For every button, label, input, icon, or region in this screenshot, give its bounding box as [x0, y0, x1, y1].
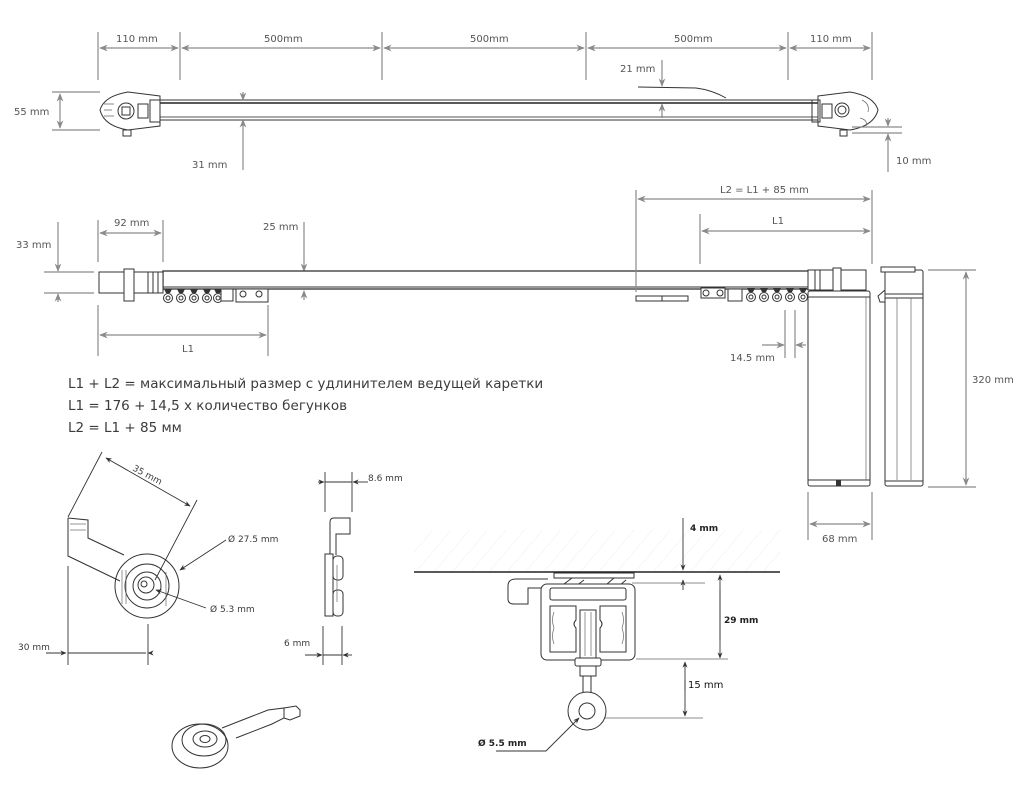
ring-diameter-label: Ø 5.5 mm: [478, 738, 527, 749]
end-cap-length-label: 92 mm: [114, 218, 149, 229]
runner-length-label: 35 mm: [131, 464, 164, 488]
side-height-label: 33 mm: [16, 240, 51, 251]
clip-bottom-width-label: 6 mm: [284, 639, 310, 649]
runners-left: [163, 289, 223, 303]
runner-glyph: [772, 288, 782, 302]
runner-glyph: [759, 288, 769, 302]
runner-inner-diameter-label: Ø 5.3 mm: [210, 604, 255, 615]
runner-glyph: [189, 289, 199, 303]
formula-line-2: L1 = 176 + 14,5 x количество бегунков: [68, 398, 348, 414]
segment-label-2: 500mm: [264, 34, 303, 45]
clip-detail: 8.6 mm 6 mm: [284, 472, 403, 665]
motor-side: [877, 266, 924, 487]
l1-left-label: L1: [182, 344, 194, 355]
overlap-label: 21 mm: [620, 64, 655, 75]
clip-top-width-label: 8.6 mm: [368, 474, 403, 484]
formula-line-1: L1 + L2 = максимальный размер с удлините…: [68, 376, 544, 392]
segment-label-5: 110 mm: [810, 34, 852, 45]
rail-height-label: 25 mm: [263, 222, 298, 233]
rail-top: [149, 99, 831, 121]
runner-glyph: [163, 289, 173, 303]
formula-line-3: L2 = L1 + 85 мм: [68, 420, 182, 436]
right-end-cap-top: [811, 91, 879, 137]
motor-width-label: 68 mm: [822, 534, 857, 545]
profile-height-label: 29 mm: [724, 616, 758, 626]
gap-label: 4 mm: [690, 524, 718, 534]
runner-glyph: [785, 288, 795, 302]
left-carriage: [220, 288, 269, 303]
top-height-label: 55 mm: [14, 107, 49, 118]
hook-height-label: 15 mm: [688, 680, 723, 691]
runner-detail: 35 mm Ø 27.5 mm Ø 5.3 mm 30 mm: [18, 451, 278, 665]
runner-glyph: [176, 289, 186, 303]
offset-label: 10 mm: [896, 156, 931, 167]
top-extension-lines: [97, 32, 873, 80]
runner-outer-diameter-label: Ø 27.5 mm: [228, 534, 278, 545]
l2-label: L2 = L1 + 85 mm: [720, 185, 809, 196]
segment-label-1: 110 mm: [116, 34, 158, 45]
runners-right: [746, 288, 808, 302]
runner-isometric: [171, 705, 301, 769]
overlap-arm: [637, 86, 727, 99]
rail-width-label: 31 mm: [192, 160, 227, 171]
runner-glyph: [202, 289, 212, 303]
l1-right-label: L1: [772, 216, 784, 227]
runner-width-label: 30 mm: [18, 643, 50, 653]
left-end-cap-top: [99, 91, 161, 137]
rail-side: [98, 267, 867, 302]
top-view: 110 mm 500mm 500mm 500mm 110 mm 55 mm: [14, 32, 931, 172]
runner-glyph: [798, 288, 808, 302]
motor-height-label: 320 mm: [972, 375, 1014, 386]
formula-notes: L1 + L2 = максимальный размер с удлините…: [68, 373, 543, 439]
runner-glyph: [746, 288, 756, 302]
motor-front: [807, 290, 871, 487]
segment-label-4: 500mm: [674, 34, 713, 45]
side-view: 33 mm 92 mm 25 mm: [16, 185, 1014, 545]
right-carriage: [635, 287, 743, 302]
runner-pitch-label: 14.5 mm: [730, 353, 775, 364]
segment-label-3: 500mm: [470, 34, 509, 45]
profile-detail: 4 mm 29 mm 15 mm Ø 5.5 mm: [414, 518, 780, 752]
